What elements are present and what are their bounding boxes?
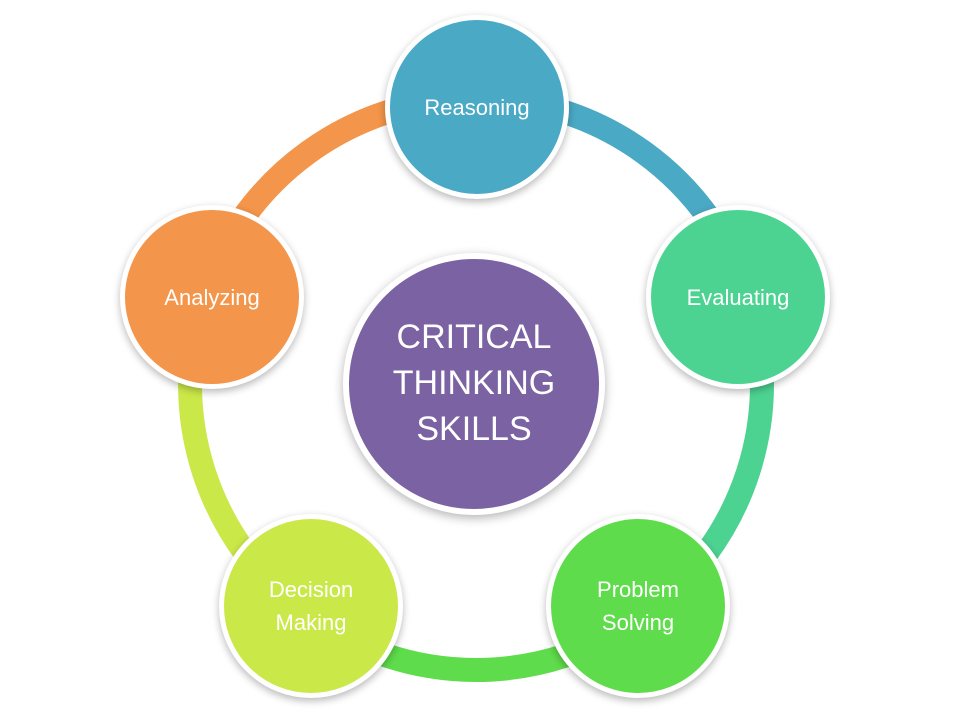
node-label-problem-solving: Problem Solving xyxy=(597,577,679,635)
center-circle: CRITICAL THINKING SKILLS xyxy=(343,253,605,515)
node-evaluating: Evaluating xyxy=(646,205,830,389)
node-reasoning: Reasoning xyxy=(385,15,569,199)
node-label-decision-making: Decision Making xyxy=(268,577,354,635)
node-decision-making: Decision Making xyxy=(219,514,403,698)
node-analyzing: Analyzing xyxy=(120,205,304,389)
node-label-analyzing: Analyzing xyxy=(164,284,260,310)
node-label-reasoning: Reasoning xyxy=(424,94,530,120)
node-problem-solving: Problem Solving xyxy=(546,514,730,698)
center-title: CRITICAL THINKING SKILLS xyxy=(392,318,556,448)
node-label-evaluating: Evaluating xyxy=(686,284,790,310)
